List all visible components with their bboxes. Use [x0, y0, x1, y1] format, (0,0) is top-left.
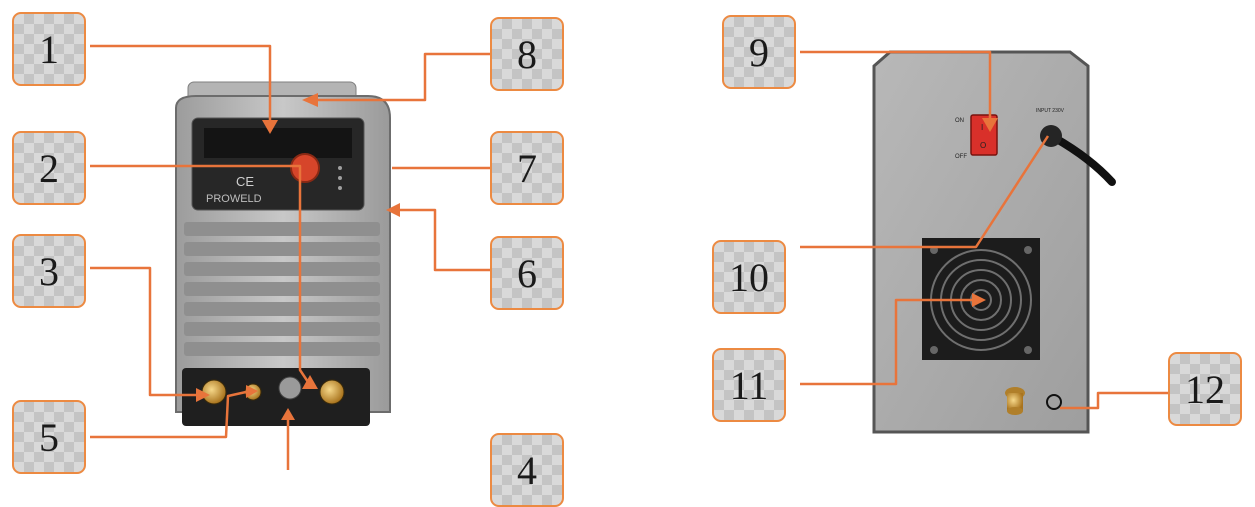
leader-lines [90, 44, 1168, 470]
callout-10: 10 [712, 240, 786, 314]
arrowhead-icon [972, 293, 986, 307]
callout-11: 11 [712, 348, 786, 422]
switch-i-label: I [981, 123, 983, 132]
leader-line [800, 50, 992, 120]
gas-inlet [1005, 387, 1062, 415]
arrowhead-icon [302, 375, 318, 389]
arrowhead-icon [196, 388, 210, 402]
display-window: CE PROWELD [191, 117, 365, 211]
switch-off-label: OFF [955, 154, 967, 160]
arrowhead-icon [302, 93, 318, 107]
callout-7: 7 [490, 131, 564, 205]
control-socket-icon [278, 376, 302, 400]
fan-screw-icon [1024, 246, 1032, 254]
fan-screw-icon [1024, 346, 1032, 354]
output-terminal-icon [319, 379, 345, 405]
arrowheads [196, 93, 998, 420]
callout-9: 9 [722, 15, 796, 89]
leader-line [400, 208, 490, 272]
switch-o-label: O [980, 141, 986, 150]
callout-1: 1 [12, 12, 86, 86]
indicator-light [338, 176, 342, 180]
leader-line [90, 390, 247, 439]
arrowhead-icon [246, 385, 258, 398]
fan-screw-icon [930, 346, 938, 354]
arrowhead-icon [982, 118, 998, 132]
leader-line [90, 44, 272, 122]
callout-8: 8 [490, 17, 564, 91]
output-terminal-icon [201, 379, 227, 405]
cable-label: INPUT 230V [1036, 108, 1065, 114]
indicator-light [338, 186, 342, 190]
arrowhead-icon [281, 408, 295, 420]
front-logo-text: CE [236, 174, 254, 189]
switch-on-label: ON [955, 118, 964, 124]
leader-line [90, 266, 196, 397]
callout-2: 2 [12, 131, 86, 205]
arrowhead-icon [386, 203, 400, 217]
callout-12: 12 [1168, 352, 1242, 426]
leader-line [90, 164, 310, 383]
leader-line [800, 298, 976, 386]
indicator-light [338, 166, 342, 170]
leader-line [800, 135, 1050, 249]
rear-welder-unit: ON I O OFF INPUT 230V [872, 50, 1116, 434]
callout-5: 5 [12, 400, 86, 474]
front-brand-text: PROWELD [206, 193, 262, 205]
front-welder-unit: CE PROWELD [175, 81, 391, 426]
callout-3: 3 [12, 234, 86, 308]
callout-4: 4 [490, 433, 564, 507]
arrowhead-icon [262, 120, 278, 134]
callout-6: 6 [490, 236, 564, 310]
leader-line [316, 52, 490, 102]
leader-line [1060, 391, 1168, 410]
control-knob [290, 153, 320, 183]
vent-grille [184, 222, 380, 356]
